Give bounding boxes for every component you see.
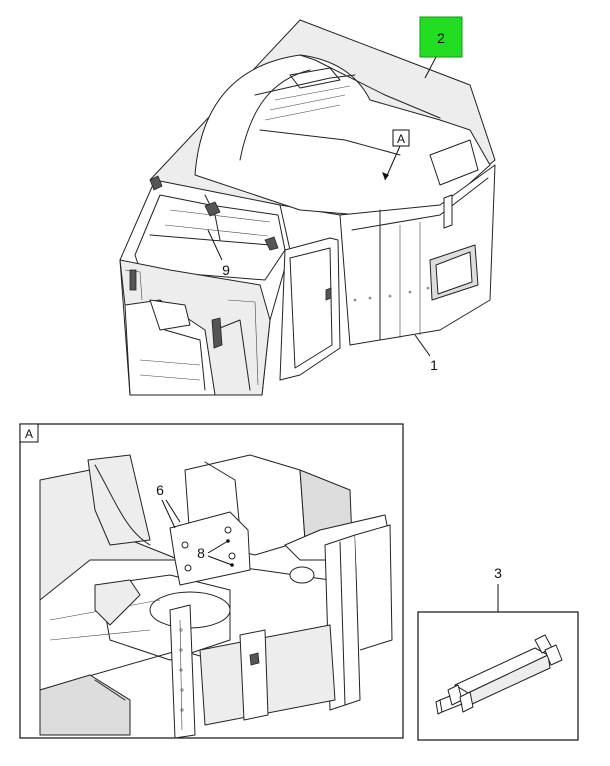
callout-8[interactable]: 8: [197, 539, 234, 567]
callout-8-label: 8: [197, 545, 205, 561]
callout-6[interactable]: 6: [156, 482, 181, 529]
callout-1-label: 1: [430, 357, 438, 373]
detail-view-a-tag: [19, 423, 39, 443]
callout-3[interactable]: 3: [494, 565, 502, 612]
detail-view-a: A: [19, 423, 404, 739]
view-a-reference-label: A: [397, 132, 405, 146]
callout-6-label: 6: [156, 482, 164, 498]
callout-3-label: 3: [494, 565, 502, 581]
callout-1[interactable]: 1: [414, 334, 438, 373]
cab-assembly: [119, 19, 496, 396]
detail-view-a-label: A: [25, 427, 33, 441]
highlight-box: [419, 16, 463, 58]
callout-9-label: 9: [222, 262, 230, 278]
callout-2-label: 2: [437, 30, 445, 46]
part-3-detail: [417, 611, 579, 741]
callout-2[interactable]: 2: [419, 16, 463, 79]
callout-9[interactable]: 9: [207, 229, 230, 278]
view-a-reference[interactable]: A: [382, 129, 410, 181]
